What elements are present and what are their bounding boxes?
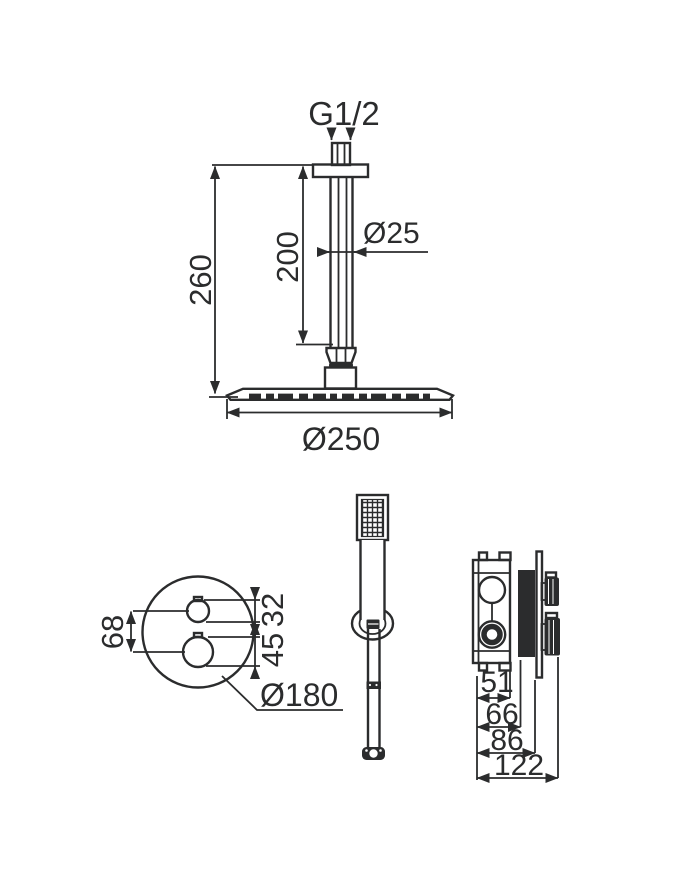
dimension-plate-diameter: Ø180 (221, 675, 343, 713)
dim-label-depth-86: 86 (490, 724, 523, 757)
dim-label-thread: G1/2 (308, 95, 380, 132)
dim-label-arm-length: 200 (270, 231, 305, 283)
bracket-clamp (366, 619, 380, 629)
hand-shower-handle (359, 540, 386, 620)
trim-plate-side (535, 550, 544, 679)
threaded-connector (326, 127, 356, 167)
hand-shower-view (350, 493, 395, 760)
ceiling-flange (311, 163, 370, 179)
dim-label-depth-66: 66 (485, 698, 518, 731)
top-handle-side (540, 571, 559, 606)
bottom-handle-side (540, 611, 560, 656)
dim-label-handle-spacing: 68 (95, 615, 130, 649)
rain-shower-head (225, 387, 455, 401)
dimension-head-diameter: Ø250 (226, 399, 453, 457)
shower-arm-pipe (329, 177, 354, 347)
head-connector (323, 346, 358, 390)
mixer-side-view: 51 66 86 122 (471, 550, 560, 783)
dimension-depths: 51 66 86 122 (476, 657, 559, 783)
rough-in-body (471, 551, 512, 672)
dimension-handle-spacing: 68 (95, 610, 189, 653)
shower-hose (366, 629, 381, 748)
dimension-handle-diameters: 32 45 (204, 587, 290, 679)
dim-label-top-handle-diameter: 32 (255, 593, 290, 627)
dim-label-depth-51: 51 (480, 666, 513, 699)
mixer-front-view: 68 32 45 Ø180 (95, 575, 343, 713)
dim-label-plate-diameter: Ø180 (260, 677, 338, 713)
hand-shower-head (355, 493, 390, 542)
dim-label-overall-height: 260 (183, 254, 218, 306)
dim-label-depth-122: 122 (494, 749, 544, 782)
dim-label-pipe-diameter: Ø25 (363, 217, 420, 250)
dimension-overall-height: 260 (183, 166, 238, 398)
bottom-handle-front (181, 631, 215, 669)
mounting-plate-side (518, 570, 535, 657)
dimension-pipe-diameter: Ø25 (317, 217, 428, 257)
hose-end-fitting (362, 747, 385, 760)
ceiling-shower-arm-view: 260 200 Ø25 Ø250 G1/2 (183, 95, 455, 457)
dim-label-head-diameter: Ø250 (302, 421, 380, 457)
dim-label-bottom-handle-diameter: 45 (255, 633, 290, 667)
dimension-arm-length: 200 (270, 166, 333, 346)
